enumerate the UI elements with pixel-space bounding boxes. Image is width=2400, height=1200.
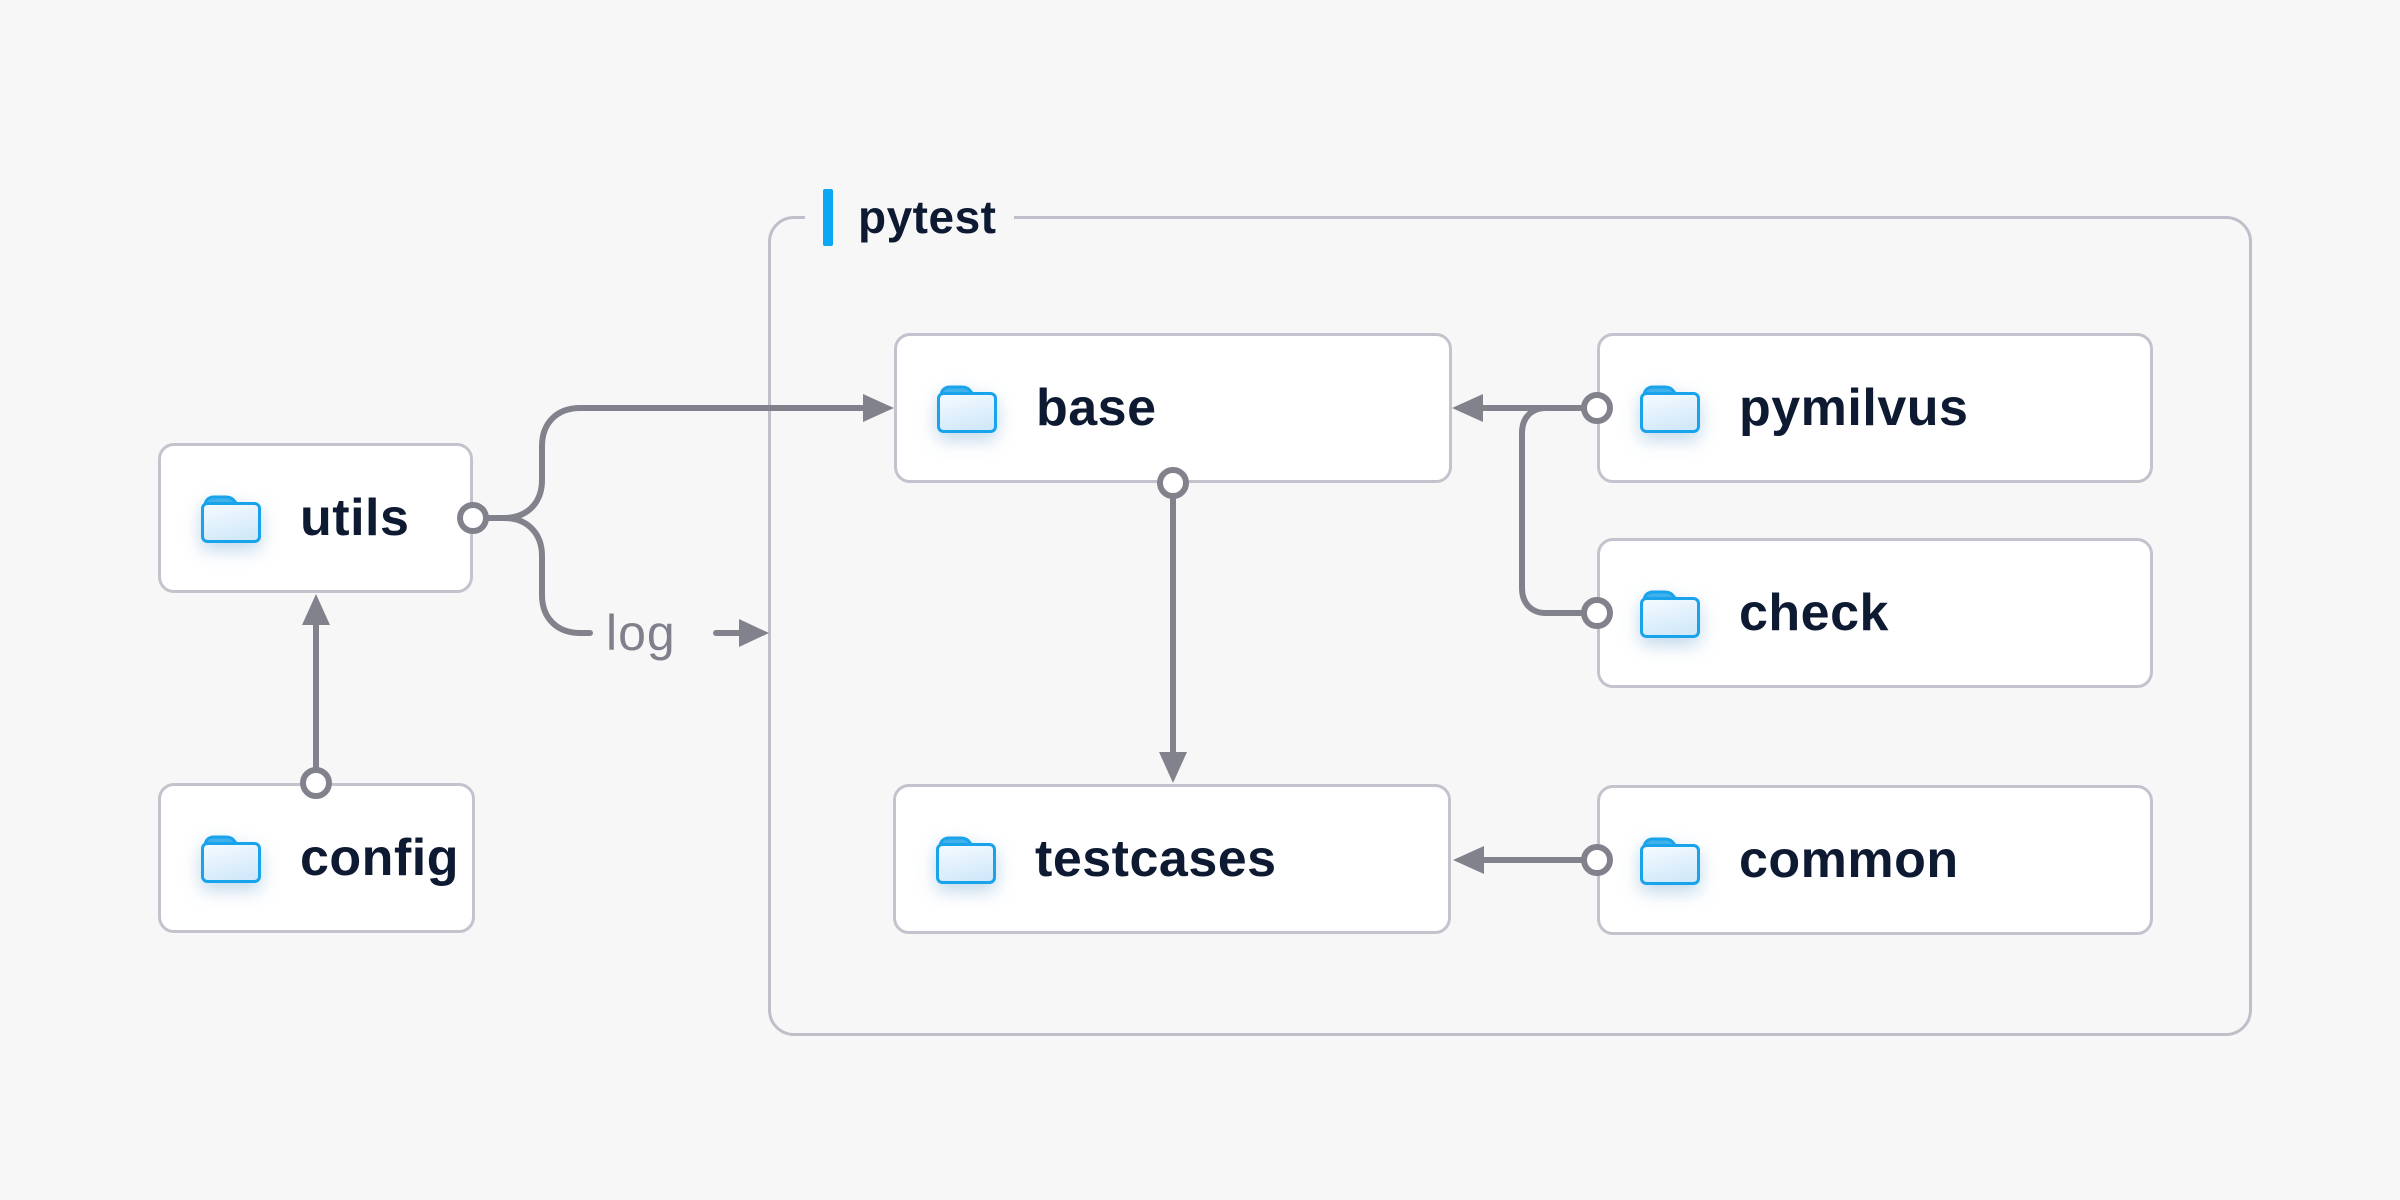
folder-icon: [933, 832, 999, 886]
node-utils-label: utils: [300, 489, 410, 547]
pytest-group-label-text: pytest: [858, 191, 997, 243]
accent-bar: [823, 188, 833, 246]
folder-icon: [1637, 833, 1703, 887]
node-pymilvus: pymilvus: [1597, 333, 2153, 483]
edge-config-to-utils: [300, 594, 332, 799]
folder-icon: [1637, 586, 1703, 640]
node-testcases: testcases: [893, 784, 1451, 934]
folder-icon: [1637, 381, 1703, 435]
node-check-label: check: [1739, 584, 1889, 642]
pytest-group-container: pytest: [768, 183, 2252, 1036]
arrowhead-right-icon: [739, 619, 769, 647]
node-config-label: config: [300, 829, 459, 887]
folder-icon: [198, 831, 264, 885]
node-base: base: [894, 333, 1452, 483]
node-pymilvus-label: pymilvus: [1739, 379, 1969, 437]
node-utils: utils: [158, 443, 473, 593]
edge-log-to-pytest: [713, 619, 769, 647]
node-check: check: [1597, 538, 2153, 688]
folder-icon: [934, 381, 1000, 435]
node-base-label: base: [1036, 379, 1157, 437]
folder-icon: [198, 491, 264, 545]
pytest-group-label: pytest: [805, 183, 1015, 251]
node-config: config: [158, 783, 475, 933]
node-testcases-label: testcases: [1035, 830, 1277, 888]
edge-label-log: log: [606, 605, 676, 661]
arrowhead-up-icon: [302, 594, 330, 625]
node-common-label: common: [1739, 831, 1959, 889]
node-common: common: [1597, 785, 2153, 935]
